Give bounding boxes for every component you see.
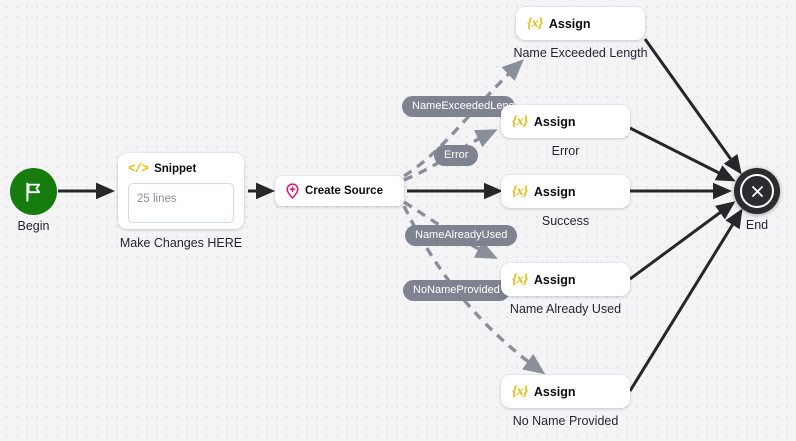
begin-caption: Begin (17, 219, 50, 233)
assign-card[interactable]: {x} Assign (501, 175, 630, 208)
flag-icon (26, 182, 41, 202)
x-circle-icon (751, 185, 763, 197)
assign-card[interactable]: {x} Assign (501, 375, 630, 408)
variable-icon: {x} (512, 113, 528, 129)
node-assign-name-exceeded-length[interactable]: {x} Assign Name Exceeded Length (513, 7, 648, 60)
create-source-card[interactable]: Create Source (275, 176, 404, 206)
snippet-header: </> Snippet (128, 161, 234, 176)
node-assign-name-already-used[interactable]: {x} Assign Name Already Used (501, 263, 630, 316)
assign-title: Assign (548, 16, 591, 31)
code-brackets-icon: </> (128, 161, 149, 176)
assign-caption: Success (541, 214, 590, 228)
variable-icon: {x} (512, 271, 528, 287)
node-begin[interactable]: Begin (10, 168, 57, 233)
assign-title: Assign (533, 384, 576, 399)
assign-caption: No Name Provided (512, 414, 619, 428)
edge-label-nonameprovided[interactable]: NoNameProvided (403, 280, 510, 301)
assign-caption: Error (551, 144, 580, 158)
edge-label-nameexceededlength[interactable]: NameExceededLength (402, 96, 515, 117)
node-snippet[interactable]: </> Snippet 25 lines Make Changes HERE (118, 153, 244, 250)
node-assign-success[interactable]: {x} Assign Success (501, 175, 630, 228)
assign-card[interactable]: {x} Assign (501, 105, 630, 138)
end-caption: End (745, 218, 769, 232)
create-source-title: Create Source (305, 185, 383, 197)
edge-label-error[interactable]: Error (434, 145, 479, 166)
variable-icon: {x} (527, 15, 543, 31)
assign-title: Assign (533, 184, 576, 199)
assign-title: Assign (533, 114, 576, 129)
assign-card[interactable]: {x} Assign (516, 7, 645, 40)
edge-namealreadyused-to-end (629, 201, 736, 281)
solid-edges (58, 38, 743, 392)
edge-createsource-to-nameexceeded (403, 59, 524, 178)
end-ring (740, 174, 774, 208)
snippet-line-count: 25 lines (137, 193, 177, 205)
snippet-caption: Make Changes HERE (119, 236, 243, 250)
map-pin-plus-icon (286, 183, 299, 199)
begin-circle[interactable] (10, 168, 57, 215)
snippet-card[interactable]: </> Snippet 25 lines (118, 153, 244, 229)
edge-nonameprovided-to-end (628, 208, 743, 392)
variable-icon: {x} (512, 183, 528, 199)
node-assign-no-name-provided[interactable]: {x} Assign No Name Provided (501, 375, 630, 428)
assign-title: Assign (533, 272, 576, 287)
assign-caption: Name Already Used (509, 302, 622, 316)
snippet-title: Snippet (154, 162, 197, 175)
variable-icon: {x} (512, 383, 528, 399)
end-circle[interactable] (734, 168, 780, 214)
edge-error-to-end (629, 126, 736, 182)
node-assign-error[interactable]: {x} Assign Error (501, 105, 630, 158)
node-create-source[interactable]: Create Source (275, 176, 404, 206)
edge-nameexceeded-to-end (643, 38, 742, 175)
assign-caption: Name Exceeded Length (513, 46, 648, 60)
node-end[interactable]: End (734, 168, 780, 232)
edge-label-namealreadyused[interactable]: NameAlreadyUsed (405, 225, 518, 246)
snippet-code-box[interactable]: 25 lines (128, 183, 234, 223)
assign-card[interactable]: {x} Assign (501, 263, 630, 296)
